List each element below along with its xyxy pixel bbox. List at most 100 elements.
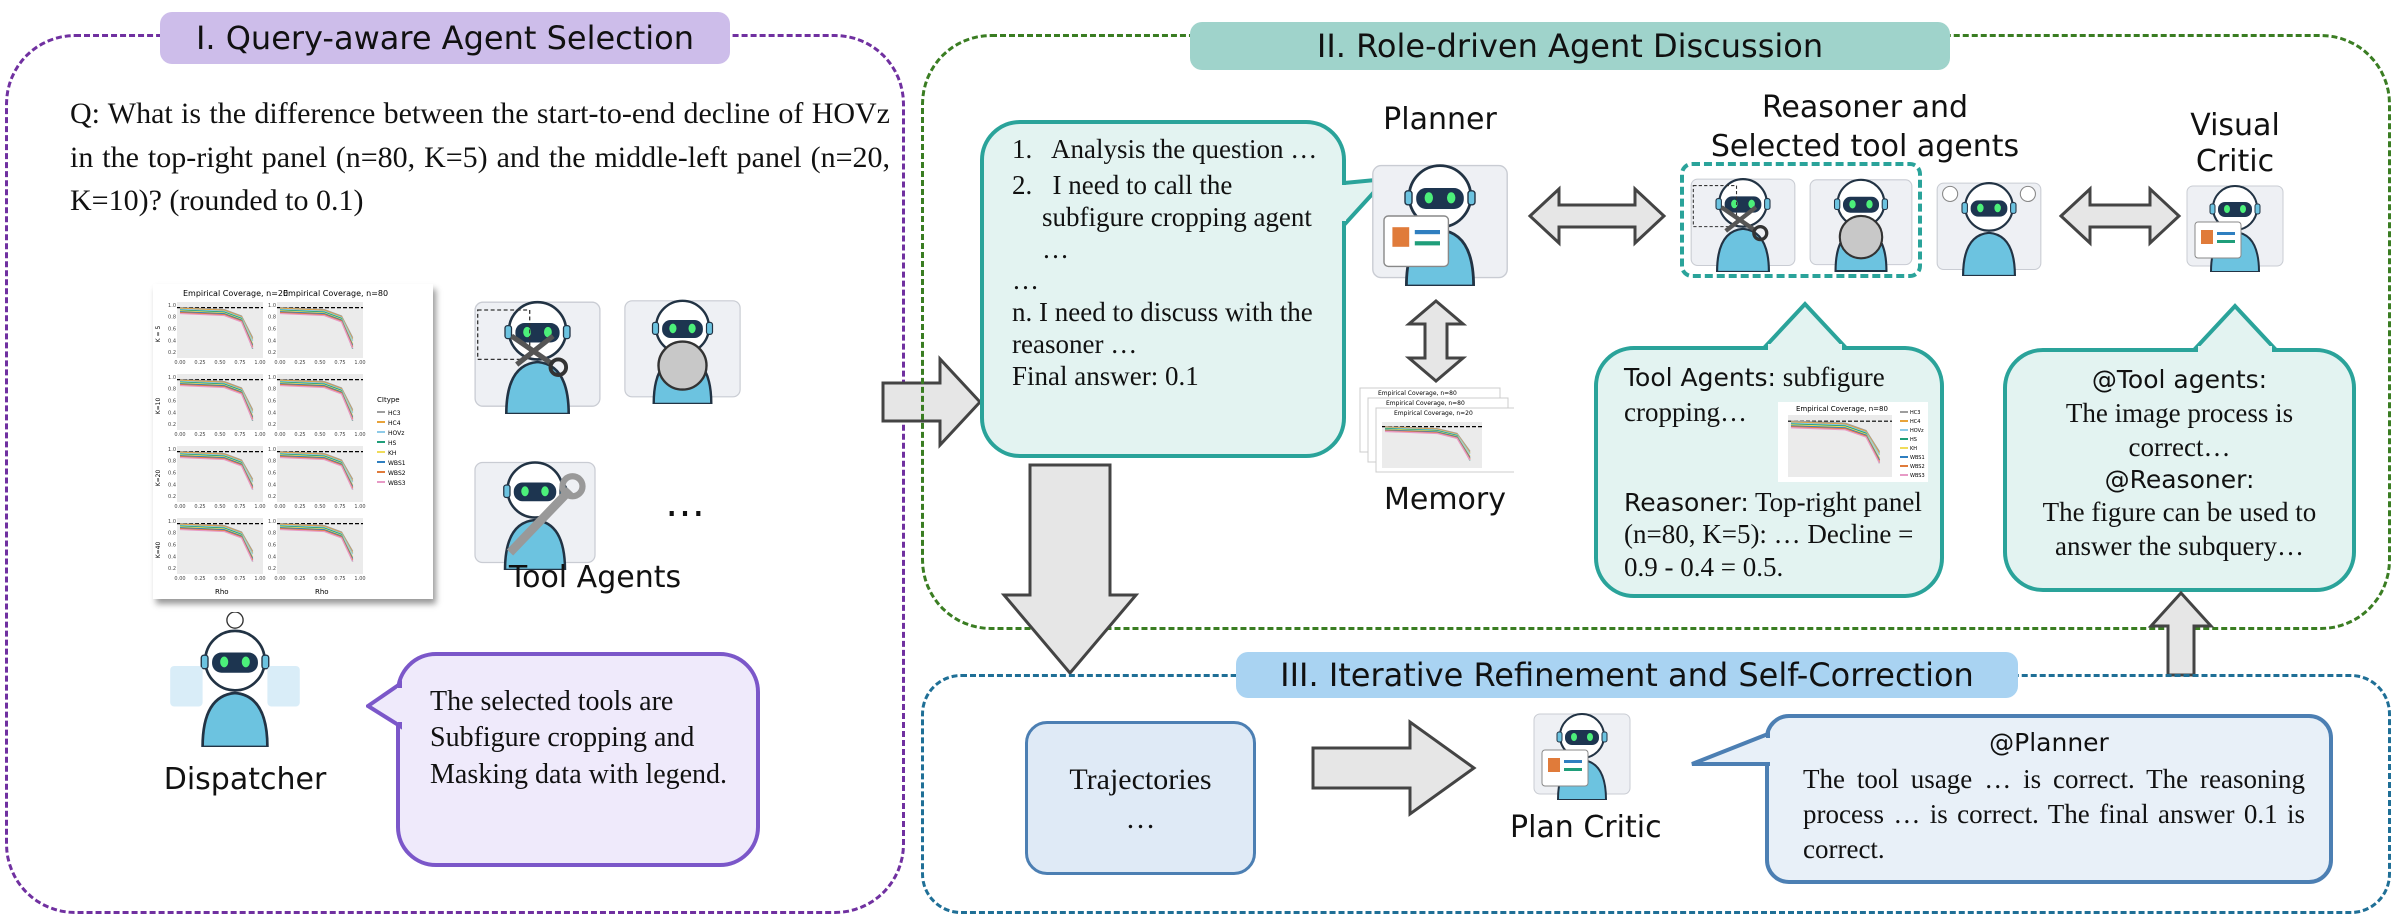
visual-critic-robot <box>2168 172 2302 273</box>
x-tick-label: 1.00 <box>354 504 365 510</box>
x-tick-label: 0.75 <box>234 432 245 438</box>
y-tick-label: 1.0 <box>168 519 176 525</box>
selected-masking-agent-robot <box>1808 164 1914 273</box>
reasoner-and-tool-agents-label: Reasoner and Selected tool agents <box>1710 90 2020 164</box>
x-tick-label: 0.25 <box>294 504 305 510</box>
memory-label: Memory <box>1383 482 1506 517</box>
memory-chart-title: Empirical Coverage, n=80 <box>1386 400 1465 407</box>
x-tick-label: 0.50 <box>214 504 225 510</box>
y-tick-label: 0.8 <box>268 459 276 465</box>
x-tick-label: 1.00 <box>254 360 265 366</box>
x-tick-label: 0.25 <box>194 432 205 438</box>
more-agents-ellipsis: … <box>665 480 705 526</box>
y-tick-label: 0.6 <box>168 471 176 477</box>
selected-scissors-agent-robot <box>1688 164 1798 274</box>
row-label: K=10 <box>155 398 162 415</box>
column-title: Empirical Coverage, n=20 <box>183 289 288 298</box>
legend-entry: HOVz <box>1910 428 1924 434</box>
series-line-hovz <box>179 308 254 342</box>
y-tick-label: 0.8 <box>268 315 276 321</box>
x-tick-label: 0.75 <box>334 504 345 510</box>
question-text: Q: What is the difference between the st… <box>70 97 890 217</box>
legend-entry: KH <box>388 450 396 457</box>
selected-tool-agents-group <box>1680 162 1922 278</box>
dispatcher-speech-bubble: The selected tools are Subfigure croppin… <box>396 652 760 867</box>
legend-entry: WBS1 <box>388 460 406 467</box>
arrow-to-discussion <box>881 355 983 449</box>
planner-memory-double-arrow <box>1405 299 1467 383</box>
x-tick-label: 0.25 <box>194 504 205 510</box>
visual-critic-speech-bubble: @Tool agents: The image process is corre… <box>2003 348 2356 592</box>
reasoner-robot <box>1928 168 2050 278</box>
legend-entry: HS <box>388 440 397 447</box>
tool-agents-prefix: Tool Agents: <box>1624 363 1776 392</box>
tool-reasoner-bubble-tail <box>1760 301 1850 350</box>
series-line-wbs3 <box>279 312 354 349</box>
y-tick-label: 0.6 <box>268 399 276 405</box>
plan-critic-bubble-tail <box>1691 731 1770 766</box>
series-line-wbs3 <box>279 456 354 490</box>
y-tick-label: 0.2 <box>168 494 176 500</box>
reasoner-critic-double-arrow <box>2058 185 2182 247</box>
series-line-hovz <box>279 524 354 555</box>
x-tick-label: 1.00 <box>354 432 365 438</box>
series-line-hovz <box>279 308 354 342</box>
x-tick-label: 0.25 <box>194 360 205 366</box>
x-tick-label: 0.75 <box>334 360 345 366</box>
legend-entry: WBS2 <box>388 470 406 477</box>
x-tick-label: 0.50 <box>214 576 225 582</box>
series-line-hovz <box>279 452 354 483</box>
legend-entry: HOVz <box>388 430 404 437</box>
trajectories-box: Trajectories … <box>1025 721 1256 875</box>
planner-speech-bubble: 1. Analysis the question … 2. I need to … <box>980 120 1346 458</box>
y-tick-label: 0.8 <box>268 531 276 537</box>
series-line-wbs3 <box>179 528 254 562</box>
y-tick-label: 1.0 <box>168 303 176 309</box>
y-tick-label: 0.6 <box>168 399 176 405</box>
critic-tools-text: The image process is correct… <box>2065 397 2294 462</box>
y-tick-label: 0.6 <box>268 543 276 549</box>
x-tick-label: 1.00 <box>254 504 265 510</box>
y-tick-label: 0.8 <box>168 531 176 537</box>
x-tick-label: 0.00 <box>274 360 285 366</box>
x-tick-label: 0.50 <box>314 432 325 438</box>
trajectories-ellipsis: … <box>1125 802 1156 835</box>
y-tick-label: 0.8 <box>268 387 276 393</box>
y-tick-label: 0.6 <box>168 543 176 549</box>
series-line-wbs3 <box>279 528 354 562</box>
reasoner-text: Top-right panel (n=80, K=5): … Decline =… <box>1624 487 1922 582</box>
y-tick-label: 0.2 <box>268 350 276 356</box>
y-tick-label: 0.4 <box>168 554 176 560</box>
wrench-tool-agent-robot <box>470 445 600 572</box>
x-tick-label: 0.75 <box>334 576 345 582</box>
series-line-hovz <box>179 524 254 555</box>
critic-to-reasoner: @Reasoner: <box>2104 464 2255 494</box>
x-tick-label: 0.00 <box>274 504 285 510</box>
series-line-wbs3 <box>179 456 254 490</box>
planner-label: Planner <box>1383 102 1497 137</box>
planner-step-1: 1. Analysis the question … <box>1012 134 1318 164</box>
x-tick-label: 0.50 <box>314 576 325 582</box>
planner-step-n: n. I need to discuss with the reasoner … <box>1012 297 1313 360</box>
row-label: K=20 <box>155 470 162 487</box>
series-line-hovz <box>1790 422 1881 456</box>
memory-chart-title: Empirical Coverage, n=20 <box>1394 410 1473 417</box>
y-tick-label: 0.4 <box>168 410 176 416</box>
arrow-to-plan-critic <box>1311 719 1477 817</box>
x-axis-label: Rho <box>315 588 329 596</box>
planner-step-2: 2. I need to call the subfigure cropping… <box>1012 169 1312 264</box>
y-tick-label: 0.4 <box>268 338 276 344</box>
y-tick-label: 0.6 <box>168 327 176 333</box>
x-tick-label: 1.00 <box>354 576 365 582</box>
x-tick-label: 0.00 <box>174 360 185 366</box>
y-tick-label: 0.6 <box>268 327 276 333</box>
y-tick-label: 0.8 <box>168 315 176 321</box>
reasoner-prefix: Reasoner: <box>1624 488 1749 517</box>
masking-tool-agent-robot <box>620 284 745 406</box>
y-tick-label: 0.2 <box>268 494 276 500</box>
panel2-title: II. Role-driven Agent Discussion <box>1190 22 1950 70</box>
x-tick-label: 0.25 <box>294 432 305 438</box>
critic-reasoner-text: The figure can be used to answer the sub… <box>2042 497 2317 562</box>
x-tick-label: 0.50 <box>314 504 325 510</box>
